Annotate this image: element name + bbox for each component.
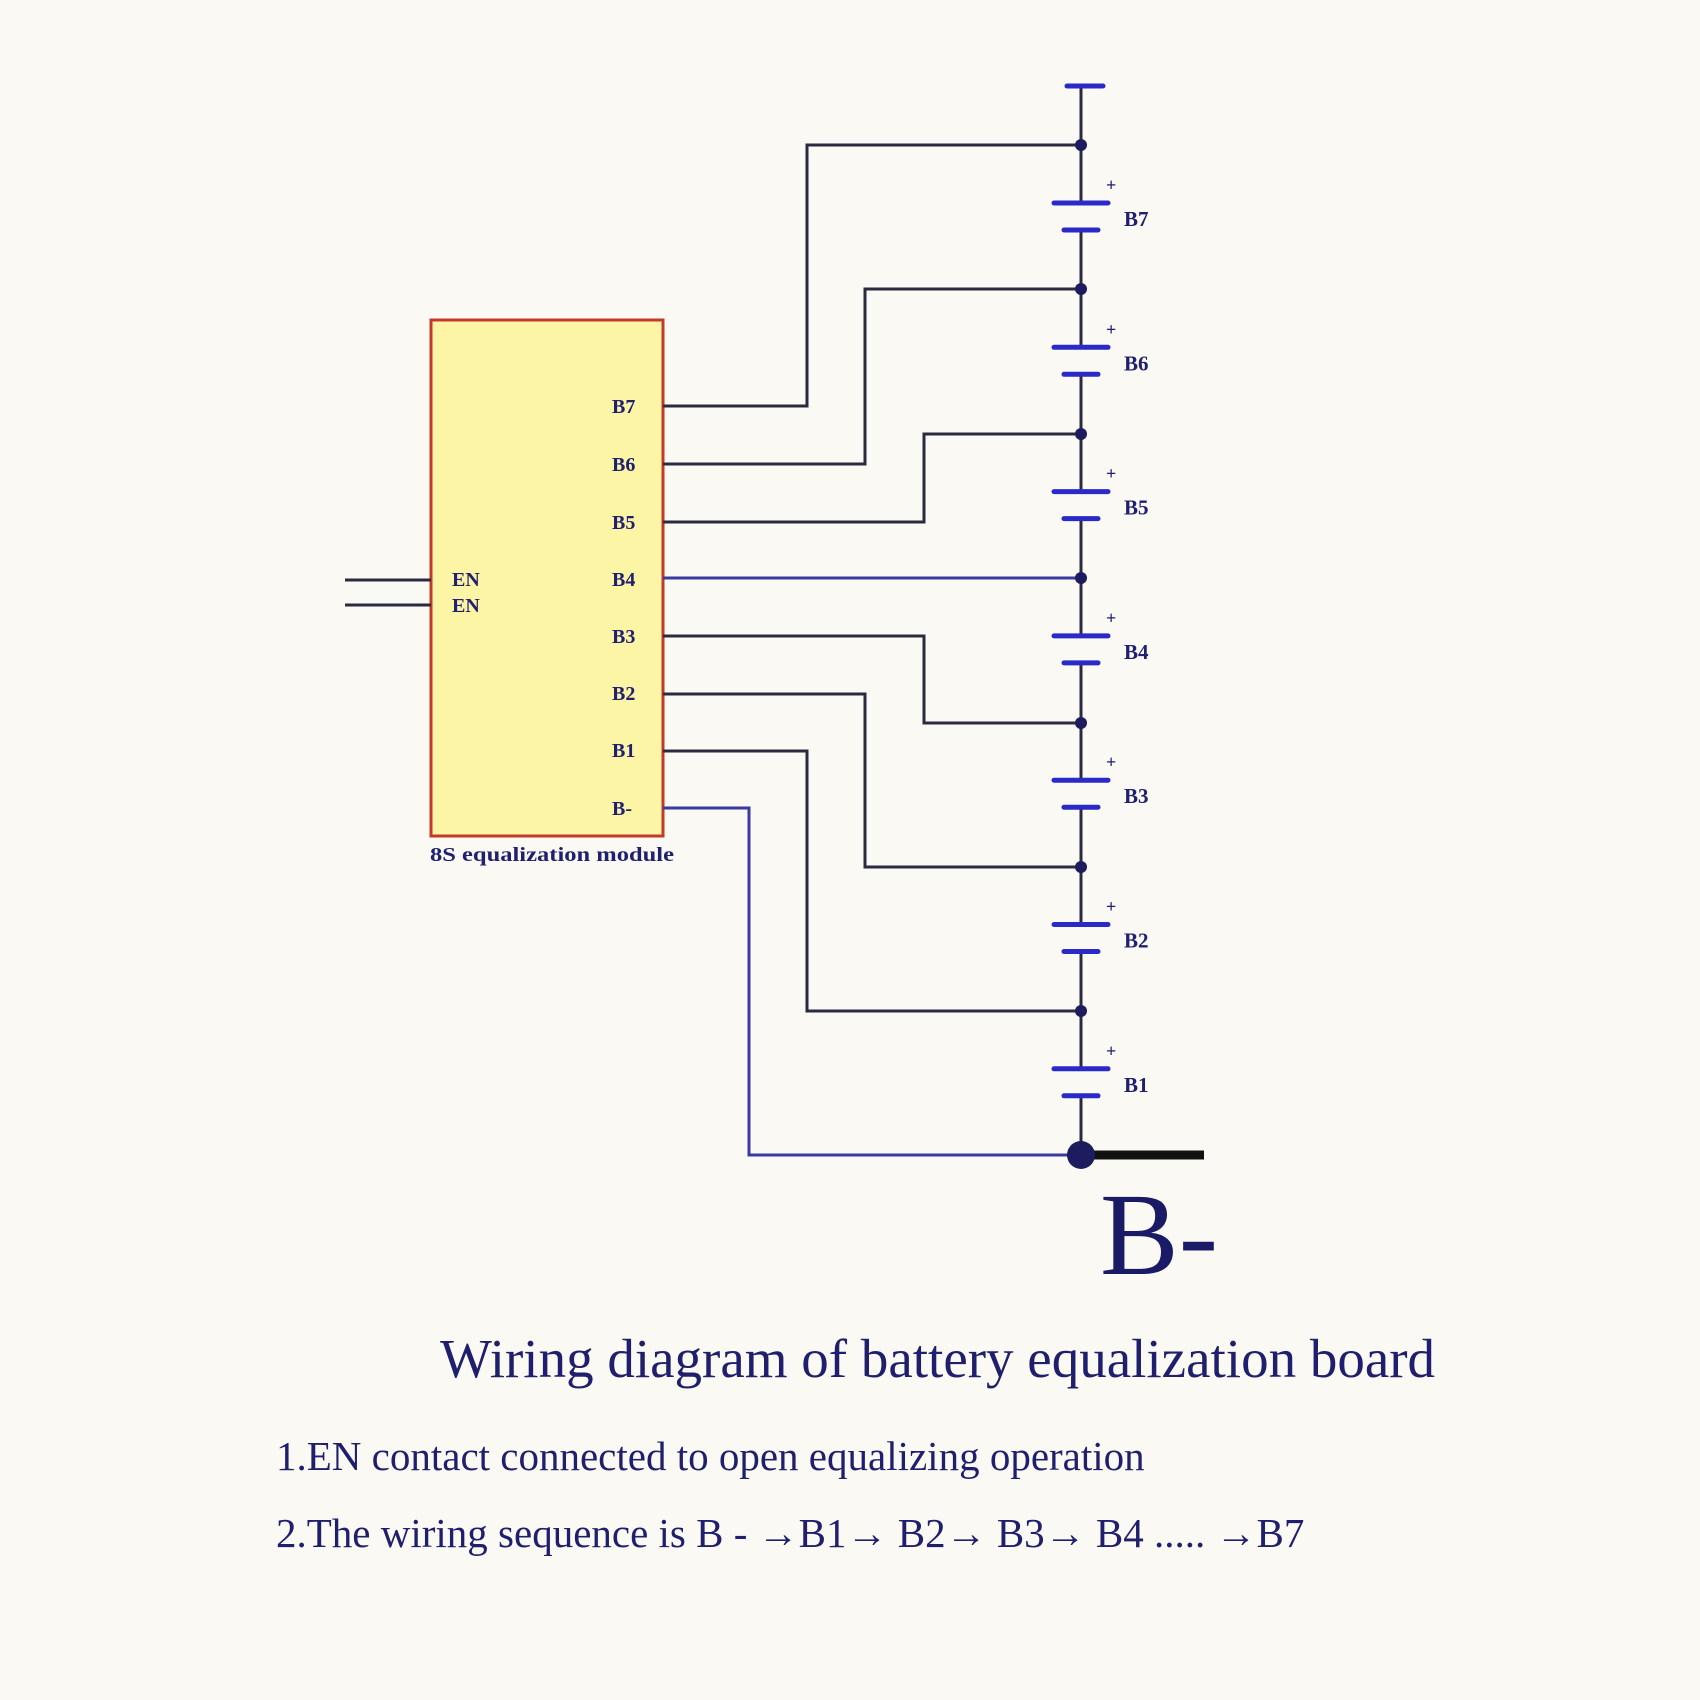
- cell-label: B6: [1124, 351, 1149, 375]
- cell-polarity-mark: +: [1106, 752, 1116, 772]
- junction-dot: [1075, 283, 1087, 295]
- cell-label: B1: [1124, 1073, 1149, 1097]
- note-1: 1.EN contact connected to open equalizin…: [276, 1433, 1145, 1479]
- module-pin-b3: B3: [612, 626, 635, 648]
- cell-polarity-mark: +: [1106, 464, 1116, 484]
- wire-b3: [663, 634, 1081, 725]
- module-pin-b6: B6: [612, 454, 635, 476]
- junction-dot: [1075, 717, 1087, 729]
- module-pin-b2: B2: [612, 683, 635, 705]
- diagram-title: Wiring diagram of battery equalization b…: [440, 1328, 1436, 1389]
- wire-b1: [663, 749, 1081, 1013]
- module-pin-b4: B4: [612, 569, 635, 591]
- module-pin-b5: B5: [612, 512, 635, 534]
- wire-bminus: [663, 806, 1081, 1157]
- bminus-terminal-dot: [1067, 1141, 1095, 1169]
- battery-cell-b1: + B1: [1051, 1041, 1149, 1099]
- bminus-terminal-label: B-: [1100, 1169, 1218, 1300]
- cell-polarity-mark: +: [1106, 175, 1116, 195]
- battery-cell-b5: + B5: [1051, 464, 1149, 522]
- en-pin-label-2: EN: [452, 595, 480, 617]
- junction-dot: [1075, 572, 1087, 584]
- battery-cell-b3: + B3: [1051, 752, 1149, 810]
- cell-label: B2: [1124, 929, 1149, 953]
- wire-b2: [663, 692, 1081, 869]
- battery-string: + B7 + B6 + B5 + B4 + B3 + B2 + B1: [1051, 175, 1149, 1099]
- junction-dot: [1075, 1005, 1087, 1017]
- module-pin-b7: B7: [612, 396, 635, 418]
- cell-polarity-mark: +: [1106, 608, 1116, 628]
- wire-b7: [663, 143, 1081, 408]
- cell-label: B3: [1124, 784, 1149, 808]
- wire-b5: [663, 432, 1081, 524]
- note-2: 2.The wiring sequence is B - →B1→ B2→ B3…: [276, 1510, 1305, 1556]
- cell-polarity-mark: +: [1106, 1041, 1116, 1061]
- cell-label: B7: [1124, 207, 1149, 231]
- battery-cell-b2: + B2: [1051, 897, 1149, 954]
- battery-cell-b6: + B6: [1051, 319, 1149, 377]
- junction-dot: [1075, 428, 1087, 440]
- module-pin-b1: B1: [612, 740, 635, 762]
- cell-polarity-mark: +: [1106, 319, 1116, 339]
- cell-polarity-mark: +: [1106, 897, 1116, 917]
- module-pin-bminus: B-: [612, 798, 632, 820]
- equalization-module-box: [429, 318, 665, 838]
- wire-b6: [663, 287, 1081, 466]
- junction-dot: [1075, 139, 1087, 151]
- battery-cell-b4: + B4: [1051, 608, 1149, 666]
- junction-dot: [1075, 861, 1087, 873]
- cell-label: B4: [1124, 640, 1149, 664]
- module-caption: 8S equalization module: [430, 844, 674, 866]
- cell-label: B5: [1124, 496, 1149, 520]
- battery-cell-b7: + B7: [1051, 175, 1149, 233]
- en-pin-label-1: EN: [452, 569, 480, 591]
